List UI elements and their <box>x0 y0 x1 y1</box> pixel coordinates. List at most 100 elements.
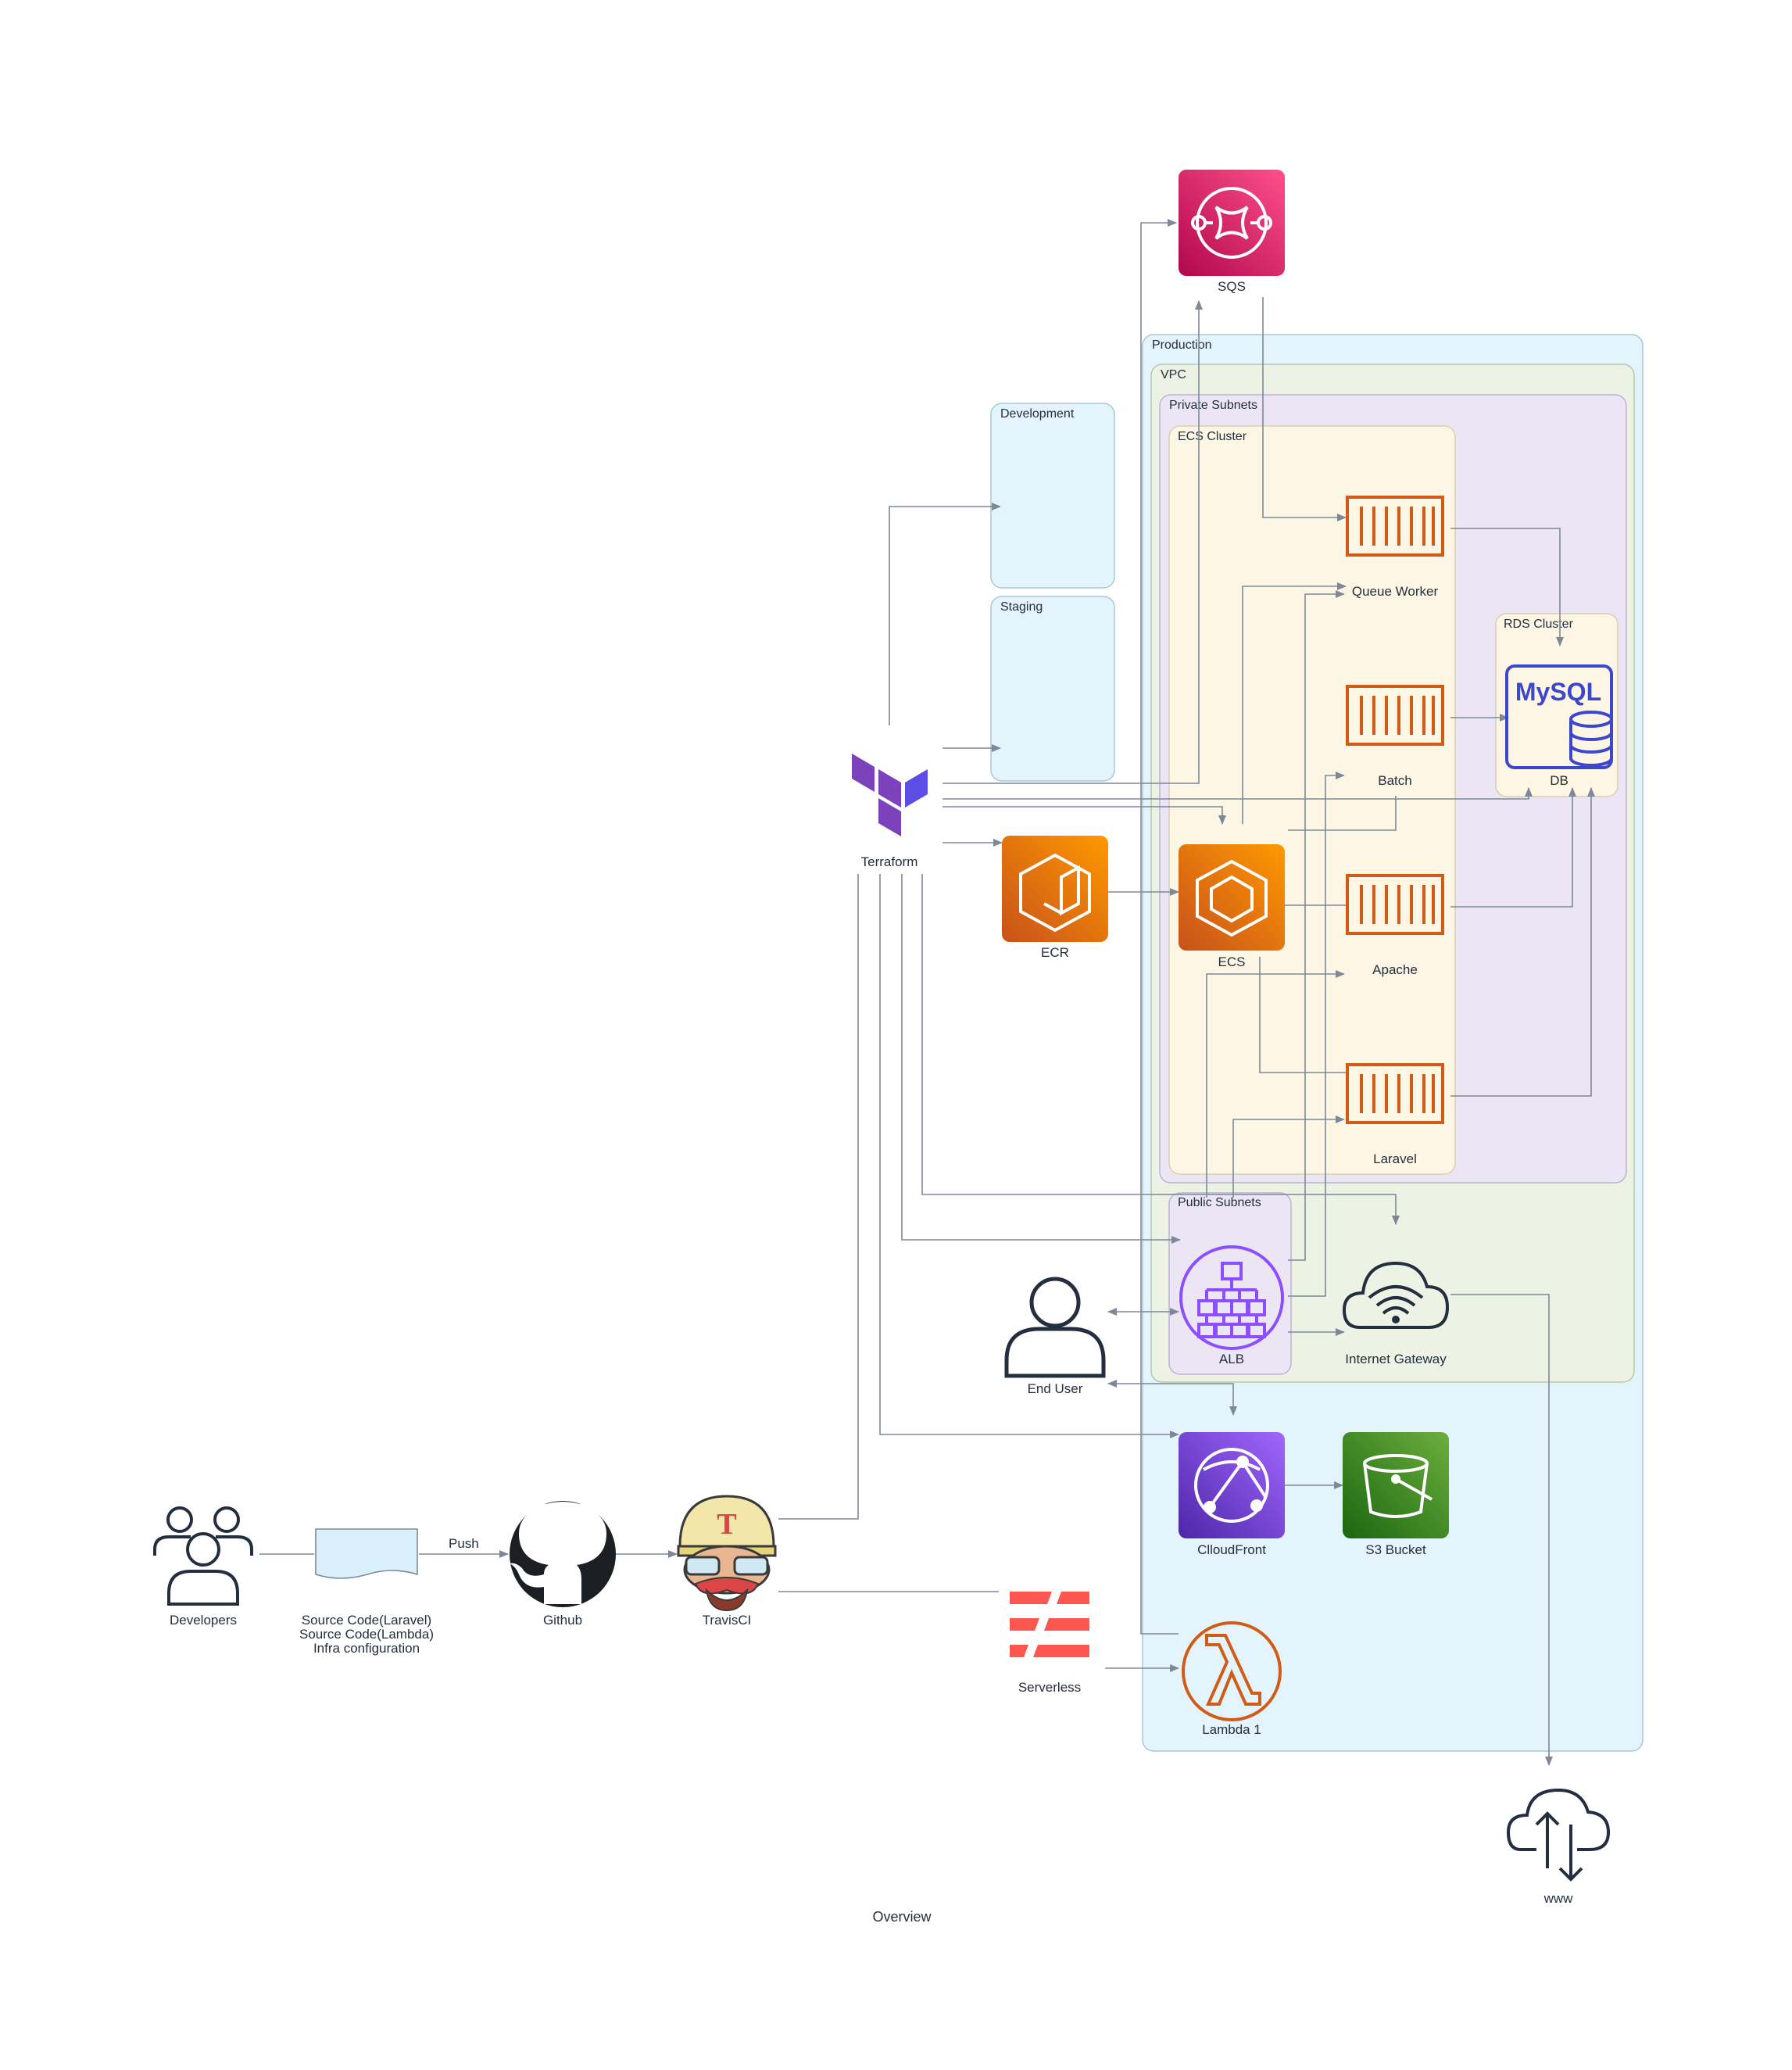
container-icon <box>1346 496 1444 557</box>
developers-node[interactable]: Developers <box>153 1506 253 1628</box>
github-icon <box>510 1496 616 1607</box>
lambda-node[interactable]: Lambda 1 <box>1182 1621 1282 1737</box>
lambda-label: Lambda 1 <box>1202 1722 1261 1737</box>
production-label: Production <box>1152 338 1212 352</box>
container-icon <box>1346 1063 1444 1124</box>
bucket-glyph-icon <box>1363 1454 1433 1518</box>
s3-node[interactable]: S3 Bucket <box>1343 1432 1449 1557</box>
laravel-node[interactable]: Laravel <box>1346 1063 1444 1166</box>
edge-ecs-laravel <box>1259 957 1346 1073</box>
cloudfront-label: ClloudFront <box>1197 1542 1266 1557</box>
db-node[interactable]: MySQL DB <box>1505 664 1613 788</box>
sqs-icon <box>1179 170 1285 276</box>
edge-ecs-queueworker <box>1242 582 1347 824</box>
travisci-node[interactable]: T TravisCI <box>677 1495 777 1628</box>
lambda-icon <box>1182 1621 1282 1721</box>
serverless-label: Serverless <box>1018 1680 1081 1695</box>
db-label: DB <box>1550 773 1568 788</box>
terraform-icon <box>852 754 928 836</box>
edge-igw-www <box>1450 1294 1553 1766</box>
internet-gateway-label: Internet Gateway <box>1345 1352 1447 1366</box>
edge-sqs-queueworker <box>1262 297 1347 521</box>
edge-terraform-alb <box>901 874 1181 1244</box>
github-node[interactable]: Github <box>510 1496 616 1628</box>
terraform-node[interactable]: Terraform <box>852 754 928 869</box>
edge-laravel-db <box>1450 787 1595 1097</box>
ecs-cluster-group: ECS Cluster <box>1168 425 1456 1175</box>
vpc-label: VPC <box>1161 368 1186 381</box>
edge-terraform-sqs <box>942 300 1203 784</box>
edge-terraform-igw <box>921 874 1400 1225</box>
apache-label: Apache <box>1372 962 1418 977</box>
edge-travisci-terraform <box>778 874 859 1520</box>
mysql-icon: MySQL <box>1505 664 1613 769</box>
end-user-node[interactable]: End User <box>1004 1277 1106 1396</box>
source-code-node[interactable]: Source Code(Laravel) Source Code(Lambda)… <box>299 1528 434 1656</box>
edge-alb-apache <box>1206 970 1345 1198</box>
source-code-line-2: Source Code(Lambda) <box>299 1627 434 1642</box>
mysql-text: MySQL <box>1515 678 1601 706</box>
edge-alb-batch <box>1288 772 1345 1297</box>
container-icon <box>1346 685 1444 746</box>
end-user-label: End User <box>1028 1381 1083 1396</box>
github-label: Github <box>543 1613 582 1628</box>
ecs-icon <box>1179 844 1285 951</box>
ecr-node[interactable]: ECR <box>1002 836 1108 960</box>
edge-alb-queueworker <box>1288 590 1345 1261</box>
edge-terraform-cloudfront <box>879 874 1179 1438</box>
travisci-letter: T <box>717 1508 736 1541</box>
edge-queueworker-db <box>1450 528 1564 646</box>
ecs-node[interactable]: ECS <box>1179 844 1285 969</box>
internet-gateway-node[interactable]: Internet Gateway <box>1342 1261 1450 1366</box>
serverless-icon <box>1010 1592 1089 1657</box>
edge-enduser-cloudfront <box>1107 1380 1237 1416</box>
cloud-upload-download-icon <box>1506 1788 1611 1882</box>
laravel-label: Laravel <box>1373 1151 1417 1166</box>
batch-node[interactable]: Batch <box>1346 685 1444 788</box>
edge-alb-laravel <box>1232 1116 1345 1198</box>
developers-label: Developers <box>170 1613 237 1628</box>
s3-icon <box>1343 1432 1449 1538</box>
document-icon <box>315 1528 418 1579</box>
travisci-label: TravisCI <box>703 1613 752 1628</box>
staging-label: Staging <box>1000 600 1043 614</box>
cloudfront-node[interactable]: ClloudFront <box>1179 1432 1285 1557</box>
user-icon <box>1004 1277 1106 1378</box>
development-group: Development <box>990 403 1115 589</box>
edge-lambda-sqs <box>1140 219 1179 1635</box>
staging-group: Staging <box>990 596 1115 782</box>
edge-terraform-db <box>942 787 1533 800</box>
sqs-label: SQS <box>1218 279 1246 294</box>
ecr-glyph-icon <box>1019 853 1091 933</box>
container-icon <box>1346 874 1444 935</box>
serverless-node[interactable]: Serverless <box>1010 1592 1089 1695</box>
sqs-node[interactable]: SQS <box>1179 170 1285 294</box>
source-code-line-3: Infra configuration <box>313 1641 420 1656</box>
source-code-line-1: Source Code(Laravel) <box>302 1613 431 1628</box>
www-node[interactable]: www <box>1506 1788 1611 1906</box>
users-icon <box>153 1506 253 1606</box>
ecr-icon <box>1002 836 1108 942</box>
development-label: Development <box>1000 407 1075 421</box>
private-subnets-label: Private Subnets <box>1169 399 1257 412</box>
apache-node[interactable]: Apache <box>1346 874 1444 977</box>
www-label: www <box>1543 1891 1574 1906</box>
rds-cluster-label: RDS Cluster <box>1504 618 1574 631</box>
edge-terraform-development <box>889 503 1001 725</box>
internet-gateway-icon <box>1342 1261 1450 1329</box>
ecs-glyph-icon <box>1196 859 1268 937</box>
alb-node[interactable]: ALB <box>1179 1245 1284 1366</box>
ecs-cluster-label: ECS Cluster <box>1178 430 1247 443</box>
sqs-glyph-icon <box>1191 187 1272 259</box>
ecr-label: ECR <box>1041 945 1069 960</box>
edge-apache-db <box>1450 787 1576 908</box>
cloudfront-icon <box>1179 1432 1285 1538</box>
ecs-label: ECS <box>1218 954 1246 969</box>
edge-batch-ecs <box>1288 796 1397 831</box>
terraform-label: Terraform <box>861 854 918 869</box>
travisci-icon: T <box>677 1495 777 1612</box>
edge-terraform-ecs-cluster <box>942 806 1226 825</box>
queue-worker-node[interactable]: Queue Worker <box>1346 496 1444 599</box>
public-subnets-label: Public Subnets <box>1178 1196 1261 1209</box>
